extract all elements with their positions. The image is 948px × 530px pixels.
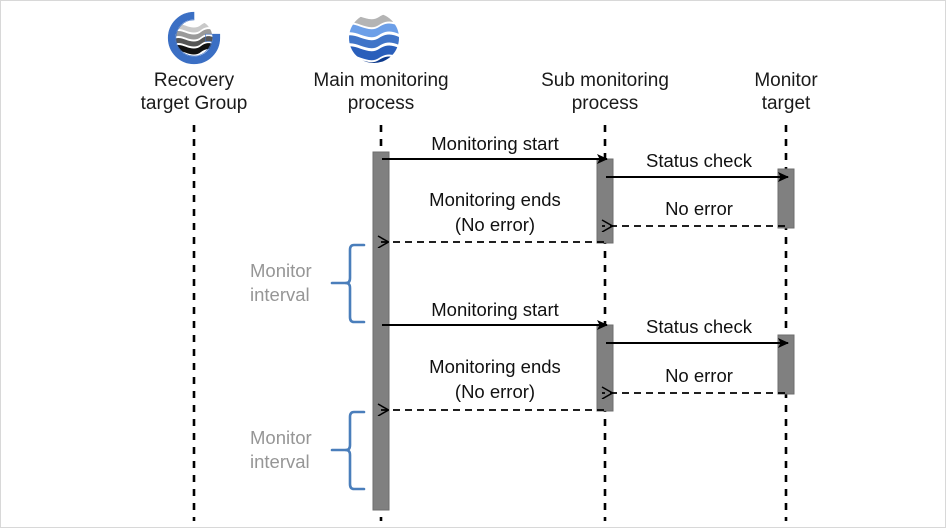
message-label-monitoring-start-1: Monitoring start	[431, 133, 559, 154]
participant-label-sub-monitoring-process: Sub monitoring process	[541, 70, 669, 114]
interval-label-monitor-interval-2: Monitor interval	[250, 427, 312, 472]
participant-label-recovery-target-group: Recovery target Group	[140, 70, 248, 114]
message-label-monitoring-start-2: Monitoring start	[431, 299, 559, 320]
globe-wave-logo-icon	[345, 9, 403, 67]
participant-label-monitor-target: Monitor target	[754, 70, 818, 114]
interval-label-monitor-interval-1: Monitor interval	[250, 260, 312, 305]
participant-label-main-monitoring-process: Main monitoring process	[313, 70, 449, 114]
message-label-monitoring-ends-2: Monitoring ends (No error)	[429, 356, 561, 402]
message-label-status-check-2: Status check	[646, 316, 752, 337]
message-label-no-error-2: No error	[665, 365, 733, 386]
message-label-status-check-1: Status check	[646, 150, 752, 171]
message-label-no-error-1: No error	[665, 198, 733, 219]
message-label-monitoring-ends-1: Monitoring ends (No error)	[429, 189, 561, 235]
globe-g-logo-icon	[165, 9, 223, 67]
